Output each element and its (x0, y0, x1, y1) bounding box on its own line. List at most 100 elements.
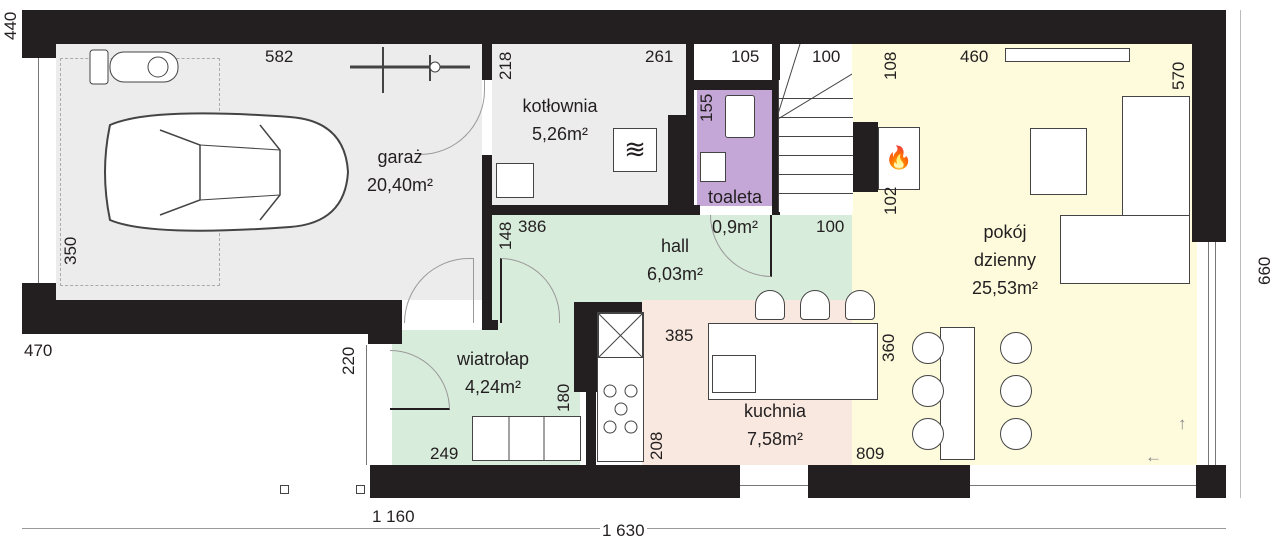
room-hall (492, 215, 852, 300)
bar-stool (800, 290, 830, 320)
dim-470: 470 (24, 341, 53, 360)
utility-sink (496, 163, 534, 198)
label-living: pokój dzienny 25,53m² (950, 218, 1060, 302)
dim-582: 582 (265, 47, 294, 66)
room-name: toaleta (707, 187, 763, 207)
kitchen-counter (597, 312, 644, 462)
dim-208: 208 (647, 431, 666, 460)
wall-bottom-left (370, 465, 740, 498)
wall-boiler-bottom (486, 205, 700, 215)
wall-kitchen-top (586, 302, 642, 312)
bar-stool (755, 290, 785, 320)
coffee-table (1030, 128, 1087, 195)
wall-garage-bottom-step (368, 320, 402, 344)
room-area: 20,40m² (366, 175, 434, 195)
wall-closet-bottom (686, 80, 778, 90)
wall-garage-bottom (22, 300, 402, 334)
dim-386: 386 (518, 217, 547, 236)
label-hall: hall 6,03m² (620, 232, 730, 288)
dim-809: 809 (856, 444, 885, 463)
fridge-icon (598, 313, 643, 358)
window-living-right (1208, 242, 1209, 465)
dim-218: 218 (496, 51, 515, 80)
room-name: pokój (983, 222, 1027, 242)
wall-garage-boiler-lower (482, 155, 492, 330)
wall-kitchen-left (586, 302, 596, 465)
fire-icon: 🔥 (885, 145, 913, 170)
outdoor-lamp (356, 485, 365, 494)
dim-155: 155 (697, 93, 716, 122)
arrow-left-icon: ← (1145, 447, 1162, 466)
room-name: kuchnia (743, 401, 807, 421)
room-name: hall (660, 236, 690, 256)
dim-660: 660 (1255, 256, 1274, 285)
toilet-sink (700, 152, 726, 182)
arrow-up-icon: ↑ (1178, 414, 1187, 433)
stairs-direction-lines (778, 44, 852, 120)
wall-bottom-mid (808, 465, 970, 498)
dim-220: 220 (339, 346, 358, 375)
sofa-side (1060, 215, 1190, 284)
wall-left-upper (22, 10, 56, 58)
dim-460: 460 (960, 47, 989, 66)
outdoor-lamp (280, 485, 289, 494)
room-name: wiatrołap (456, 349, 530, 369)
lawn-mower-icon (89, 49, 179, 85)
room-area: 0,9m² (711, 217, 758, 237)
dining-chair (912, 418, 944, 450)
wall-garage-boiler-upper (482, 44, 492, 80)
dim-360: 360 (879, 333, 898, 362)
room-area: 6,03m² (646, 264, 704, 284)
dining-chair (1000, 418, 1032, 450)
wall-boiler-notch (668, 115, 694, 215)
wall-toilet-right (772, 44, 780, 215)
tv-cabinet (1005, 48, 1130, 62)
dim-100-hall: 100 (816, 217, 845, 236)
room-area: 5,26m² (531, 124, 589, 144)
wardrobe (472, 416, 581, 461)
window-garage-left (38, 58, 39, 283)
window-bottom-living (970, 485, 1196, 486)
dim-105: 105 (731, 47, 760, 66)
bar-stool (845, 290, 875, 320)
label-kitchen: kuchnia 7,58m² (720, 397, 830, 453)
wall-bottom-right (1196, 465, 1226, 498)
wall-top (22, 10, 1226, 44)
room-area: 4,24m² (464, 377, 522, 397)
dim-1160: 1 160 (372, 507, 415, 526)
label-toilet: toaleta 0,9m² (690, 182, 780, 242)
dim-440: 440 (1, 11, 20, 40)
car-icon (104, 112, 350, 232)
window-living-right-2 (1215, 242, 1216, 465)
room-closet (694, 44, 772, 80)
dim-100-top: 100 (812, 47, 841, 66)
dim-350: 350 (61, 236, 80, 265)
dining-chair (912, 375, 944, 407)
island-sink (712, 355, 756, 393)
heating-icon: ≋ (624, 134, 646, 164)
label-boiler: kotłownia 5,26m² (505, 92, 615, 148)
dim-1630: 1 630 (600, 521, 647, 540)
fireplace: 🔥 (878, 127, 920, 190)
toilet-bowl (725, 95, 755, 138)
room-name: kotłownia (522, 96, 598, 116)
dim-249: 249 (430, 444, 459, 463)
dining-chair (1000, 332, 1032, 364)
room-name: garaż (377, 147, 423, 167)
label-garage: garaż 20,40m² (345, 143, 455, 199)
dining-chair (912, 332, 944, 364)
room-area: 7,58m² (746, 429, 804, 449)
dimension-line-right (1240, 10, 1241, 498)
dim-570: 570 (1169, 61, 1188, 90)
dim-148: 148 (496, 221, 515, 250)
window-bottom-kitchen (740, 485, 808, 486)
wall-right (1192, 10, 1226, 242)
room-area: 25,53m² (971, 278, 1039, 298)
label-vestibule: wiatrołap 4,24m² (433, 345, 553, 401)
dim-102: 102 (881, 186, 900, 215)
room-name: dzienny (973, 250, 1037, 270)
dining-chair (1000, 375, 1032, 407)
chimney (852, 122, 878, 192)
staircase (778, 80, 853, 212)
cooktop-icon (603, 384, 638, 434)
